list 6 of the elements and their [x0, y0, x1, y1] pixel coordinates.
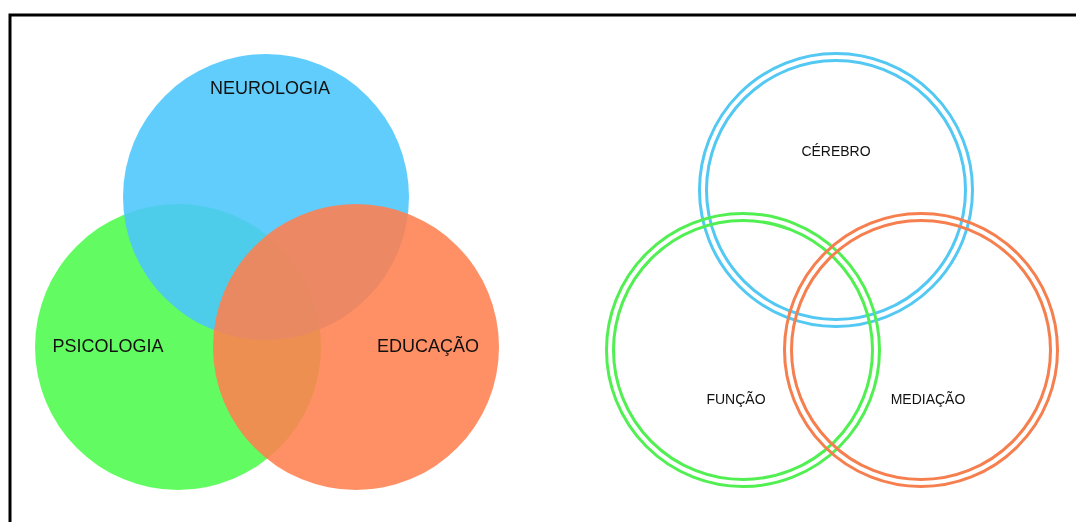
circle-label: CÉREBRO — [801, 144, 871, 160]
circle-label: MEDIAÇÃO — [890, 392, 966, 408]
circle-label: FUNÇÃO — [706, 392, 766, 408]
circle-label: EDUCAÇÃO — [377, 337, 479, 357]
circle-label: NEUROLOGIA — [210, 79, 330, 99]
circle-label: PSICOLOGIA — [52, 337, 164, 357]
